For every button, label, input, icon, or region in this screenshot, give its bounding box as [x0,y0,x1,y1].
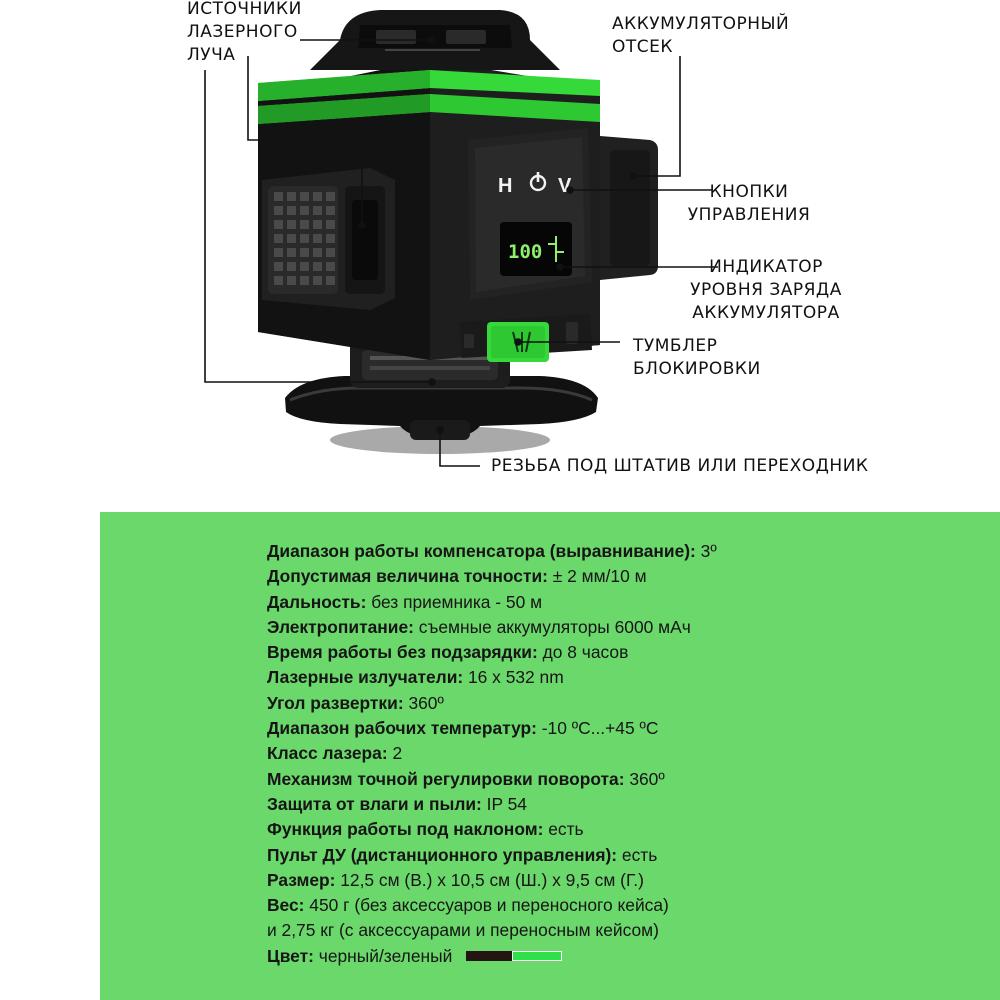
spec-value: черный/зеленый [313,945,453,966]
spec-value: 3º [695,541,717,561]
swatch-green [512,951,563,962]
spec-row: Дальность: без приемника - 50 м [267,590,947,615]
callout-line: ИСТОЧНИКИ [187,0,302,19]
spec-value: 12,5 см (В.) х 10,5 см (Ш.) х 9,5 см (Г.… [335,869,644,890]
spec-label: Функция работы под наклоном: [267,819,544,840]
spec-value: ± 2 мм/10 м [547,566,647,587]
specifications-panel: Диапазон работы компенсатора (выравниван… [100,512,1000,1000]
spec-row: Защита от влаги и пыли: IP 54 [267,792,947,817]
spec-label: Угол развертки: [267,692,404,713]
swatch-black [466,951,513,962]
spec-label: Механизм точной регулировки поворота: [267,768,625,789]
spec-value: есть [543,819,584,840]
spec-value: 360º [403,692,444,713]
spec-label: Цвет: [267,945,314,966]
display-symbol-icon [548,236,564,262]
callout-line: УПРАВЛЕНИЯ [687,205,811,225]
spec-label: Вес: [267,895,305,916]
spec-value: IP 54 [481,793,527,814]
spec-row-color: Цвет: черный/зеленый [267,944,947,969]
spec-value: без приемника - 50 м [366,591,543,612]
spec-value: 2 [387,743,403,764]
spec-label: Размер: [267,869,336,890]
callout-line: УРОВНЯ ЗАРЯДА [690,280,842,300]
spec-label: Диапазон работы компенсатора (выравниван… [267,541,696,561]
spec-label: Пульт ДУ (дистанционного управления): [267,844,618,865]
spec-row: Пульт ДУ (дистанционного управления): ес… [267,843,947,868]
spec-row: Функция работы под наклоном: есть [267,817,947,842]
spec-label: Дальность: [267,591,367,612]
spec-row: Вес: 450 г (без аксессуаров и переносног… [267,893,947,918]
spec-value: 450 г (без аксессуаров и переносного кей… [304,895,669,916]
spec-row: Угол развертки: 360º [267,691,947,716]
laser-window-left [262,168,395,310]
callout-laser-sources: ИСТОЧНИКИ ЛАЗЕРНОГО ЛУЧА [187,0,302,67]
spec-value: есть [617,844,658,865]
callout-line: ИНДИКАТОР [709,257,823,277]
spec-row: Время работы без подзарядки: до 8 часов [267,640,947,665]
callout-line: АККУМУЛЯТОРНЫЙ [612,14,790,34]
spec-row-continuation: и 2,75 кг (с аксессуарами и переносным к… [267,920,659,941]
control-panel: H V 100 [468,128,592,300]
spec-value: 360º [624,768,665,789]
product-diagram: H V 100 [187,0,869,476]
callout-lock-toggle: ТУМБЛЕР БЛОКИРОВКИ [633,335,761,381]
spec-label: Время работы без подзарядки: [267,642,538,663]
spec-label: Диапазон рабочих температур: [267,718,537,739]
callout-control-buttons: КНОПКИ УПРАВЛЕНИЯ [684,181,814,227]
spec-label: Защита от влаги и пыли: [267,793,482,814]
spec-value: съемные аккумуляторы 6000 мАч [413,616,691,637]
callout-line: ЛУЧА [187,45,236,65]
spec-label: Лазерные излучатели: [267,667,464,688]
laser-level-illustration: H V 100 [204,10,718,467]
battery-display [500,222,572,276]
callout-tripod-thread: РЕЗЬБА ПОД ШТАТИВ ИЛИ ПЕРЕХОДНИК [491,456,869,476]
spec-label: Электропитание: [267,616,414,637]
power-icon [529,172,547,192]
spec-label: Класс лазера: [267,743,388,764]
callout-line: КНОПКИ [709,182,789,202]
spec-row: Диапазон работы компенсатора (выравниван… [267,539,947,564]
spec-value: до 8 часов [537,642,629,663]
spec-row: Электропитание: съемные аккумуляторы 600… [267,615,947,640]
h-button-label: H [498,175,512,197]
spec-row: Диапазон рабочих температур: -10 ºC...+4… [267,716,947,741]
battery-compartment [600,136,658,280]
callout-line: ЛАЗЕРНОГО [187,22,298,42]
spec-row: Допустимая величина точности: ± 2 мм/10 … [267,564,947,589]
spec-row: Механизм точной регулировки поворота: 36… [267,767,947,792]
callout-battery-bay: АККУМУЛЯТОРНЫЙ ОТСЕК [612,13,789,59]
spec-list: Диапазон работы компенсатора (выравниван… [267,539,947,969]
callout-line: АККУМУЛЯТОРА [692,303,840,323]
lock-toggle [460,314,592,362]
callout-lines [204,36,718,467]
callout-line: ОТСЕК [612,37,673,57]
callout-charge-indicator: ИНДИКАТОР УРОВНЯ ЗАРЯДА АККУМУЛЯТОРА [686,256,846,325]
spec-value: 16 х 532 nm [463,667,564,688]
callout-line: ТУМБЛЕР [633,336,718,356]
spec-label: Допустимая величина точности: [267,566,548,587]
battery-display-value: 100 [508,241,542,263]
spec-row: Класс лазера: 2 [267,741,947,766]
spec-row: Размер: 12,5 см (В.) х 10,5 см (Ш.) х 9,… [267,868,947,893]
spec-value: -10 ºC...+45 ºC [536,718,659,739]
color-swatch [466,951,563,962]
callout-line: БЛОКИРОВКИ [633,359,761,379]
spec-row: Лазерные излучатели: 16 х 532 nm [267,665,947,690]
